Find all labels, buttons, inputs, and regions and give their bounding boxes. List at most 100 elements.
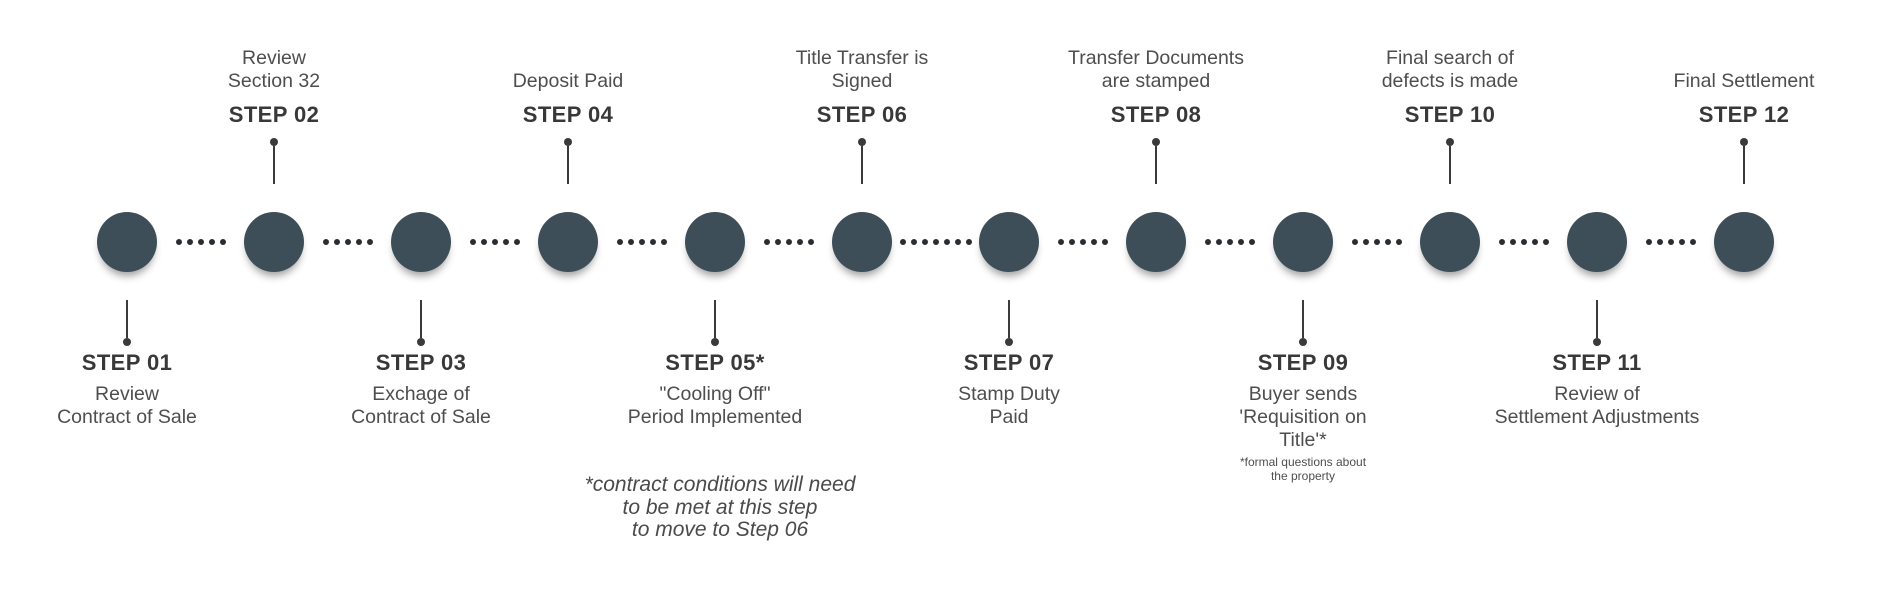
step-name: STEP 02: [228, 102, 320, 127]
step-05-connector: [711, 300, 719, 346]
gap-dot: [480, 239, 487, 245]
connector-dot: [123, 338, 131, 346]
gap-dot: [1645, 239, 1652, 245]
timeline-gap-dots: [1351, 239, 1402, 245]
connector-dot: [564, 138, 572, 146]
connector-dot: [417, 338, 425, 346]
step-08-circle: [1126, 212, 1186, 272]
step-description-line: 'Requisition on: [1239, 406, 1367, 428]
connector-line: [1155, 146, 1157, 184]
step-description-line: Paid: [989, 406, 1029, 428]
step-10-connector: [1446, 138, 1454, 184]
gap-dot: [899, 239, 906, 245]
gap-dot: [785, 239, 792, 245]
step-06-connector: [858, 138, 866, 184]
connector-dot: [1005, 338, 1013, 346]
gap-dot: [796, 239, 803, 245]
gap-dot: [1204, 239, 1211, 245]
step-description-line: Signed: [831, 70, 893, 92]
connector-dot: [1593, 338, 1601, 346]
step-04-circle: [538, 212, 598, 272]
step-01-connector: [123, 300, 131, 346]
step-name: STEP 09: [1257, 350, 1349, 375]
gap-dot: [1226, 239, 1233, 245]
connector-dot: [711, 338, 719, 346]
timeline-gap-dots: [899, 239, 972, 245]
connector-line: [1596, 300, 1598, 338]
connector-dot: [1740, 138, 1748, 146]
step-name: STEP 03: [375, 350, 467, 375]
step-12-circle: [1714, 212, 1774, 272]
step-description-line: Period Implemented: [627, 406, 803, 428]
gap-dot: [1384, 239, 1391, 245]
step-name: STEP 05*: [665, 350, 765, 375]
gap-dot: [322, 239, 329, 245]
gap-dot: [1057, 239, 1064, 245]
connector-dot: [1446, 138, 1454, 146]
gap-dot: [1689, 239, 1696, 245]
gap-dot: [1362, 239, 1369, 245]
timeline-gap-dots: [1498, 239, 1549, 245]
gap-dot: [910, 239, 917, 245]
step-footnote-line: *formal questions about: [1239, 455, 1367, 469]
gap-dot: [932, 239, 939, 245]
step-03-circle: [391, 212, 451, 272]
step-description-line: Title'*: [1279, 429, 1327, 451]
connector-line: [273, 146, 275, 184]
step-name: STEP 11: [1552, 350, 1642, 375]
step-description-line: Deposit Paid: [512, 70, 624, 92]
step-description-line: Settlement Adjustments: [1494, 406, 1700, 428]
step-07-circle: [979, 212, 1039, 272]
connector-line: [1302, 300, 1304, 338]
gap-dot: [1531, 239, 1538, 245]
gap-dot: [186, 239, 193, 245]
step-description-line: Contract of Sale: [351, 406, 491, 428]
step-04-connector: [564, 138, 572, 184]
step-name: STEP 01: [81, 350, 173, 375]
connector-dot: [270, 138, 278, 146]
step-05-circle: [685, 212, 745, 272]
step-name: STEP 08: [1110, 102, 1202, 127]
step-02-circle: [244, 212, 304, 272]
timeline-gap-dots: [175, 239, 226, 245]
step-description-line: Title Transfer is: [795, 47, 929, 69]
step-description-line: Final search of: [1386, 47, 1514, 69]
step-description-line: Final Settlement: [1673, 70, 1815, 92]
gap-dot: [1101, 239, 1108, 245]
connector-line: [420, 300, 422, 338]
timeline-gap-dots: [616, 239, 667, 245]
step-name: STEP 06: [816, 102, 908, 127]
gap-dot: [1090, 239, 1097, 245]
gap-dot: [1215, 239, 1222, 245]
gap-dot: [1678, 239, 1685, 245]
timeline-gap-dots: [1057, 239, 1108, 245]
step-07-connector: [1005, 300, 1013, 346]
step-description-line: Section 32: [227, 70, 321, 92]
connector-line: [126, 300, 128, 338]
gap-dot: [197, 239, 204, 245]
note-line: to move to Step 06: [631, 518, 809, 541]
gap-dot: [943, 239, 950, 245]
connector-dot: [858, 138, 866, 146]
gap-dot: [921, 239, 928, 245]
gap-dot: [638, 239, 645, 245]
step-02-connector: [270, 138, 278, 184]
gap-dot: [954, 239, 961, 245]
gap-dot: [175, 239, 182, 245]
gap-dot: [208, 239, 215, 245]
gap-dot: [366, 239, 373, 245]
